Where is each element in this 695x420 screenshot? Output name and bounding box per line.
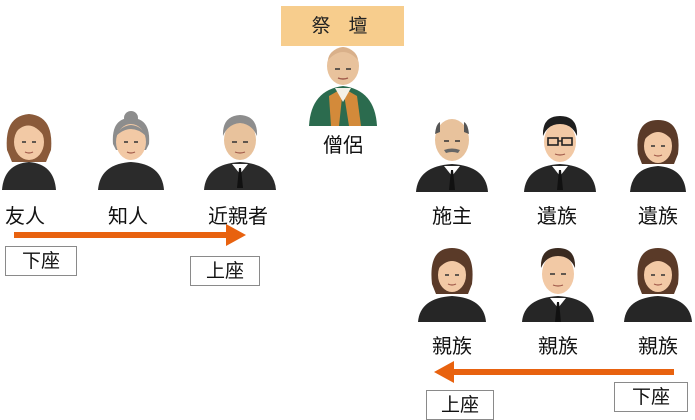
- altar-box: 祭 壇: [281, 6, 404, 46]
- right-top-label-1: 施主: [432, 204, 472, 228]
- priest-label: 僧侶: [323, 133, 363, 157]
- right-bottom-label-1: 親族: [432, 334, 472, 358]
- left-person-label-3: 近親者: [208, 204, 268, 228]
- monk-icon: [309, 47, 377, 126]
- left-high-seat-label: 上座: [190, 256, 260, 286]
- relative-man-icon: [522, 248, 594, 322]
- right-top-label-3: 遺族: [638, 204, 678, 228]
- elderly-man-icon: [204, 115, 276, 190]
- female-friend-icon: [2, 114, 56, 190]
- right-bottom-label-2: 親族: [538, 334, 578, 358]
- right-bottom-label-3: 親族: [638, 334, 678, 358]
- right-top-label-2: 遺族: [537, 204, 577, 228]
- bereaved-man-glasses-icon: [524, 116, 596, 192]
- relative-woman-icon: [418, 248, 486, 322]
- elderly-woman-icon: [98, 111, 164, 190]
- bereaved-woman-icon: [630, 120, 686, 192]
- right-high-seat-label: 上座: [426, 390, 494, 420]
- relative-woman-icon: [624, 248, 692, 322]
- left-person-label-2: 知人: [108, 204, 148, 228]
- right-low-seat-label: 下座: [614, 382, 688, 412]
- left-low-seat-label: 下座: [5, 246, 77, 276]
- left-person-label-1: 友人: [5, 204, 45, 228]
- chief-mourner-icon: [416, 119, 488, 192]
